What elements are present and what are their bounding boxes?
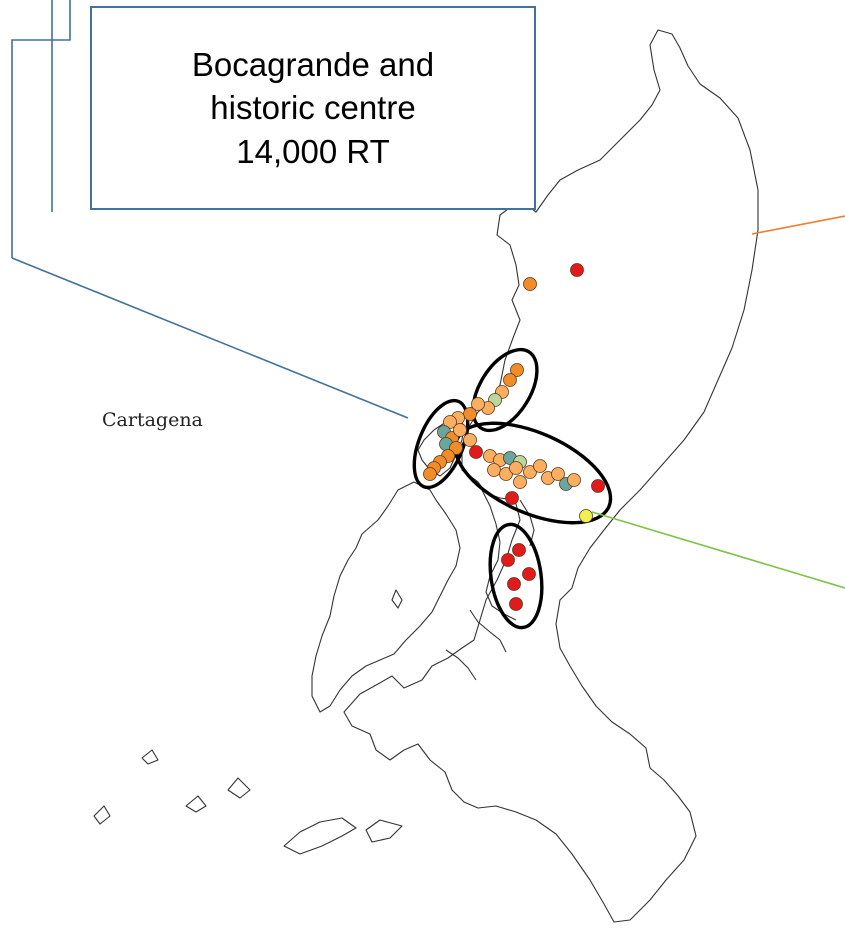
callout-line-2: historic centre <box>210 89 416 127</box>
cluster-ellipse-south <box>488 522 544 630</box>
point-marker <box>523 465 537 479</box>
city-label-cartagena: Cartagena <box>102 409 203 431</box>
callout-bracket <box>11 0 71 258</box>
point-marker <box>469 445 483 459</box>
point-marker <box>507 577 521 591</box>
point-marker <box>503 373 517 387</box>
point-marker <box>522 567 536 581</box>
point-marker <box>463 407 477 421</box>
leader-line-green <box>591 511 845 589</box>
point-marker <box>567 473 581 487</box>
point-marker <box>533 459 547 473</box>
point-marker <box>513 475 527 489</box>
point-marker <box>463 433 477 447</box>
island-south-1 <box>283 817 357 855</box>
point-marker <box>423 467 437 481</box>
callout-line-1: Bocagrande and <box>191 45 435 83</box>
island-south-4 <box>185 795 207 813</box>
point-marker <box>509 597 523 611</box>
point-marker <box>570 263 584 277</box>
island-tierra-bomba <box>311 481 461 713</box>
inner-shore-2 <box>469 609 507 653</box>
leader-line-blue <box>11 257 409 419</box>
point-markers <box>423 263 605 611</box>
inner-shore-4 <box>519 499 535 547</box>
point-marker <box>453 423 467 437</box>
island-south-6 <box>141 749 159 765</box>
point-marker <box>509 461 523 475</box>
island-south-2 <box>365 819 403 843</box>
point-marker <box>523 277 537 291</box>
point-marker <box>591 479 605 493</box>
point-marker <box>551 467 565 481</box>
point-marker <box>505 491 519 505</box>
cluster-ellipse-north <box>471 347 539 433</box>
point-marker <box>512 543 526 557</box>
leader-line-orange <box>751 215 845 235</box>
district-callout: Bocagrande and historic centre 14,000 RT <box>90 6 536 210</box>
point-marker <box>443 415 457 429</box>
point-marker <box>579 509 593 523</box>
inner-shore-3 <box>445 649 477 681</box>
callout-line-3: 14,000 RT <box>236 132 390 170</box>
point-marker <box>510 363 524 377</box>
point-marker <box>499 467 513 481</box>
point-marker <box>471 397 485 411</box>
leader-lines <box>11 215 845 589</box>
point-marker <box>501 553 515 567</box>
island-south-5 <box>93 805 111 825</box>
inner-shore-1 <box>469 475 517 621</box>
island-small-1 <box>391 589 403 609</box>
island-south-3 <box>227 777 251 799</box>
point-marker <box>487 463 501 477</box>
